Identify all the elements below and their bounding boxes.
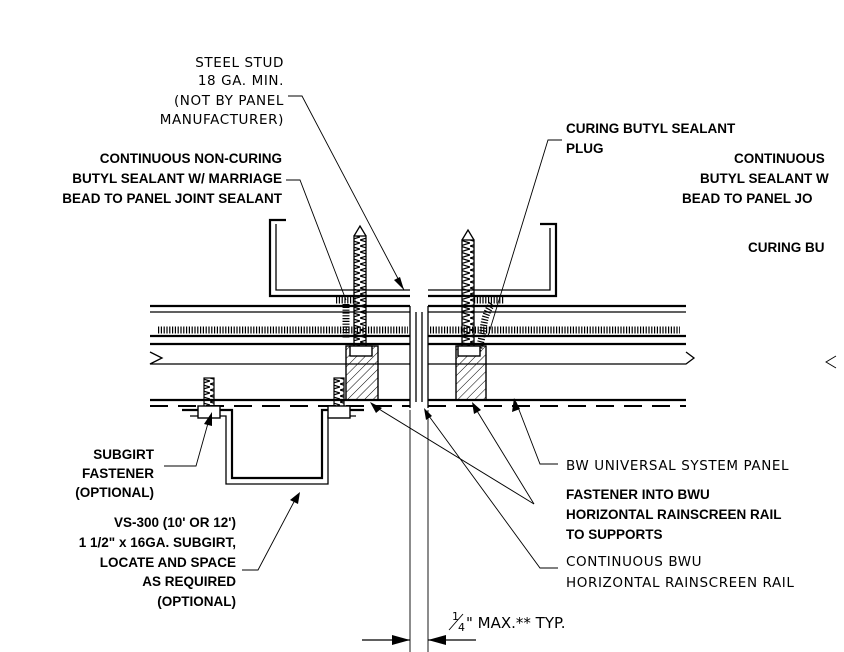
label-bw-panel: BW UNIVERSAL SYSTEM PANEL [566, 458, 789, 474]
steel-stud [268, 218, 558, 298]
label-fastener-rail-line-3: TO SUPPORTS [566, 527, 663, 542]
label-curing-plug-line-1: CURING BUTYL SEALANT [566, 121, 736, 136]
gap-fraction-denominator: 4 [458, 621, 465, 634]
panel-joint [409, 306, 429, 408]
gap-dimension-text: " MAX.** TYP. [466, 614, 566, 632]
label-non-curing-right-line-2: BUTYL SEALANT W [700, 171, 829, 186]
label-fastener-rail-line-1: FASTENER INTO BWU [566, 487, 710, 502]
label-subgirt-line-2: FASTENER [82, 466, 154, 481]
label-subgirt-line-3: (OPTIONAL) [75, 485, 154, 500]
leader-lines [164, 95, 562, 571]
label-steel-stud-line-2: 18 GA. MIN. [198, 73, 284, 89]
label-non-curing-right-line-1: CONTINUOUS [734, 151, 825, 166]
label-gap-dimension: 1 4 " MAX.** TYP. [448, 610, 566, 634]
label-subgirt-fastener: SUBGIRT FASTENER (OPTIONAL) [75, 447, 155, 500]
label-rainscreen-line-2: HORIZONTAL RAINSCREEN RAIL [566, 575, 795, 591]
label-vs300-subgirt: VS-300 (10' OR 12') 1 1/2" x 16GA. SUBGI… [79, 515, 236, 609]
label-curing-plug-line-2: PLUG [566, 141, 604, 156]
label-rainscreen-line-1: CONTINUOUS BWU [566, 554, 702, 570]
butyl-sealant-beads [158, 296, 680, 356]
label-vs300-line-5: (OPTIONAL) [157, 594, 236, 609]
label-non-curing-line-2: BUTYL SEALANT W/ MARRIAGE [72, 171, 282, 186]
label-vs300-line-3: LOCATE AND SPACE [100, 555, 236, 570]
label-fastener-rail: FASTENER INTO BWU HORIZONTAL RAINSCREEN … [566, 487, 782, 542]
label-steel-stud: STEEL STUD 18 GA. MIN. (NOT BY PANEL MAN… [160, 55, 284, 128]
label-non-curing-line-1: CONTINUOUS NON-CURING [100, 151, 282, 166]
label-vs300-line-1: VS-300 (10' OR 12') [114, 515, 236, 530]
label-rainscreen-rail: CONTINUOUS BWU HORIZONTAL RAINSCREEN RAI… [566, 554, 795, 591]
panel-fasteners [349, 224, 481, 357]
label-subgirt-line-1: SUBGIRT [93, 447, 155, 462]
label-steel-stud-line-3: (NOT BY PANEL [174, 93, 284, 109]
label-vs300-line-4: AS REQUIRED [142, 574, 236, 589]
gap-fraction-numerator: 1 [452, 610, 459, 623]
label-non-curing-sealant: CONTINUOUS NON-CURING BUTYL SEALANT W/ M… [62, 151, 283, 206]
label-steel-stud-line-1: STEEL STUD [195, 55, 284, 71]
label-non-curing-sealant-right: CONTINUOUS BUTYL SEALANT W BEAD TO PANEL… [682, 151, 829, 255]
label-curing-plug: CURING BUTYL SEALANT PLUG [566, 121, 736, 156]
label-bw-panel-text: BW UNIVERSAL SYSTEM PANEL [566, 458, 789, 474]
vs-300-subgirt [182, 377, 364, 485]
joint-gap-dimension [362, 410, 476, 652]
label-non-curing-right-line-3: BEAD TO PANEL JO [682, 191, 813, 206]
label-fastener-rail-line-2: HORIZONTAL RAINSCREEN RAIL [566, 507, 782, 522]
label-vs300-line-2: 1 1/2" x 16GA. SUBGIRT, [79, 535, 236, 550]
label-curing-right: CURING BU [748, 240, 825, 255]
label-non-curing-line-3: BEAD TO PANEL JOINT SEALANT [62, 191, 283, 206]
label-steel-stud-line-4: MANUFACTURER) [160, 112, 284, 128]
